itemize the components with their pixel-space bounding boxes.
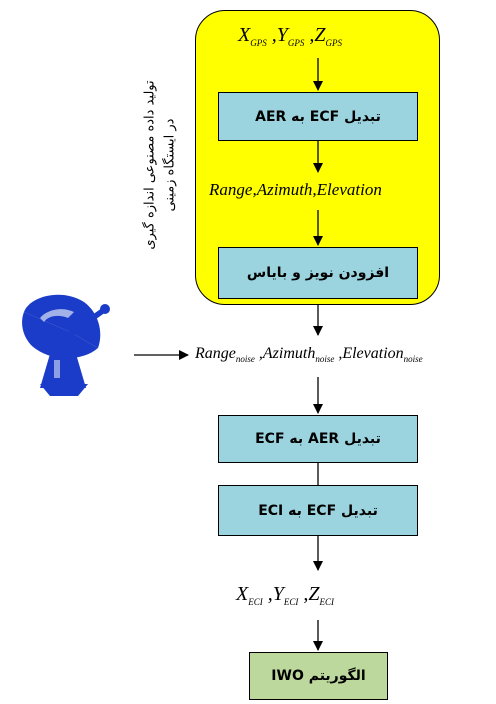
aer-values: Range,Azimuth,Elevation — [209, 180, 382, 199]
box-ecf-to-eci: تبدیل ECF به ECI — [218, 485, 418, 536]
gps-coordinates: XGPS ,YGPS ,ZGPS — [238, 24, 342, 48]
box-iwo-algorithm-label: الگوریتم IWO — [271, 668, 366, 684]
box-aer-to-ecf: تبدیل AER به ECF — [218, 415, 418, 463]
box-aer-to-ecf-label: تبدیل AER به ECF — [255, 431, 381, 447]
box-ecf-to-eci-label: تبدیل ECF به ECI — [258, 502, 378, 519]
box-add-noise-bias: افزودن نویز و بایاس — [218, 247, 418, 299]
box-ecf-to-aer-label: تبدیل ECF به AER — [255, 108, 381, 125]
box-iwo-algorithm: الگوریتم IWO — [249, 652, 388, 700]
box-add-noise-bias-label: افزودن نویز و بایاس — [246, 265, 390, 281]
noisy-measurements: Rangenoise ,Azimuthnoise ,Elevationnoise — [195, 345, 423, 365]
eci-coordinates: XECI ,YECI ,ZECI — [236, 583, 334, 607]
satellite-dish-icon — [22, 294, 110, 396]
box-ecf-to-aer: تبدیل ECF به AER — [218, 92, 418, 141]
